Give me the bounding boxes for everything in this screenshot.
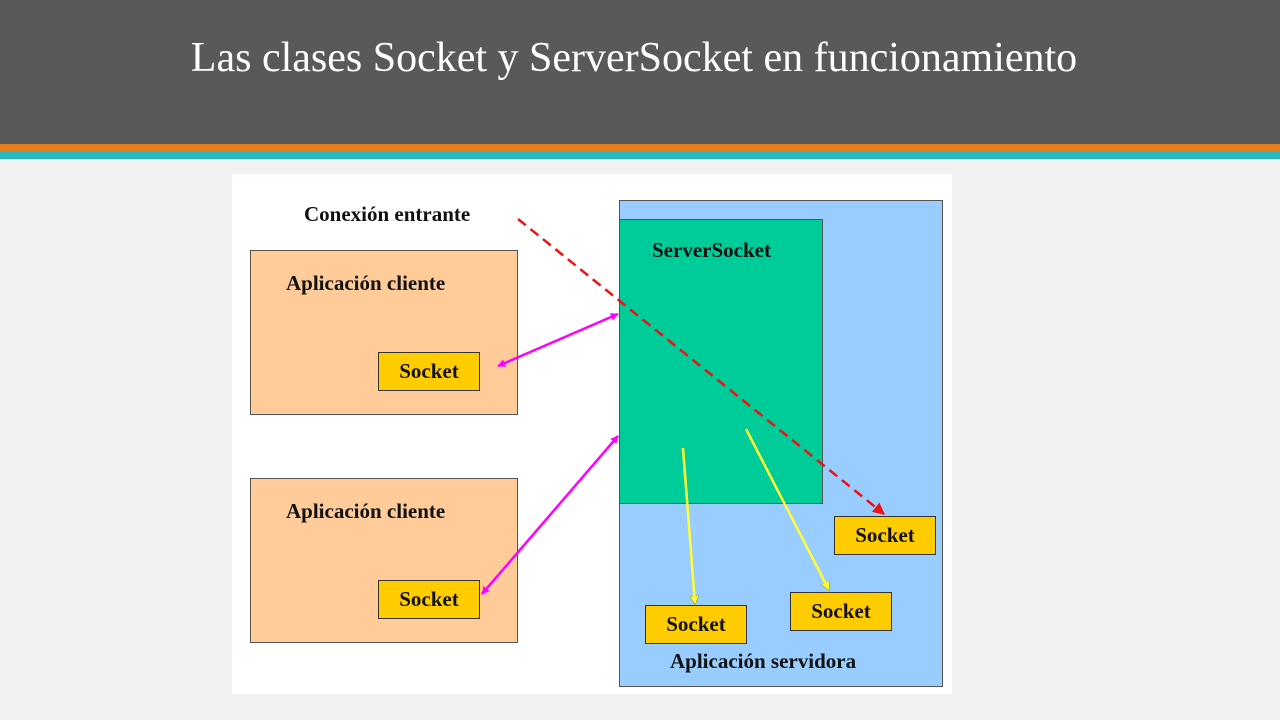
- slide-title: Las clases Socket y ServerSocket en func…: [190, 35, 1078, 81]
- accept-arrow-1: [681, 447, 695, 604]
- incoming-connection-label: Conexión entrante: [304, 202, 471, 226]
- server-socket-incoming: Socket: [834, 516, 936, 555]
- socket-diagram: Conexión entrante Aplicación cliente Soc…: [232, 174, 952, 694]
- client-1-link-arrow: [497, 312, 619, 368]
- header-accent-orange: [0, 144, 1280, 151]
- slide-header: [0, 0, 1280, 144]
- client-app-1-label: Aplicación cliente: [286, 271, 446, 295]
- client-2-socket: Socket: [378, 580, 480, 619]
- header-accent-teal: [0, 151, 1280, 159]
- accept-arrow-2: [744, 428, 831, 590]
- server-app-label: Aplicación servidora: [670, 649, 857, 673]
- server-socket: ServerSocket: [619, 219, 823, 504]
- incoming-connection-arrow: [517, 218, 885, 515]
- connection-arrows: [481, 218, 885, 694]
- client-2-link-arrow: [481, 435, 619, 595]
- client-1-socket: Socket: [378, 352, 480, 391]
- server-socket-label: ServerSocket: [652, 238, 771, 262]
- server-socket-1: Socket: [645, 605, 747, 644]
- server-socket-2: Socket: [790, 592, 892, 631]
- client-app-2-label: Aplicación cliente: [286, 499, 446, 523]
